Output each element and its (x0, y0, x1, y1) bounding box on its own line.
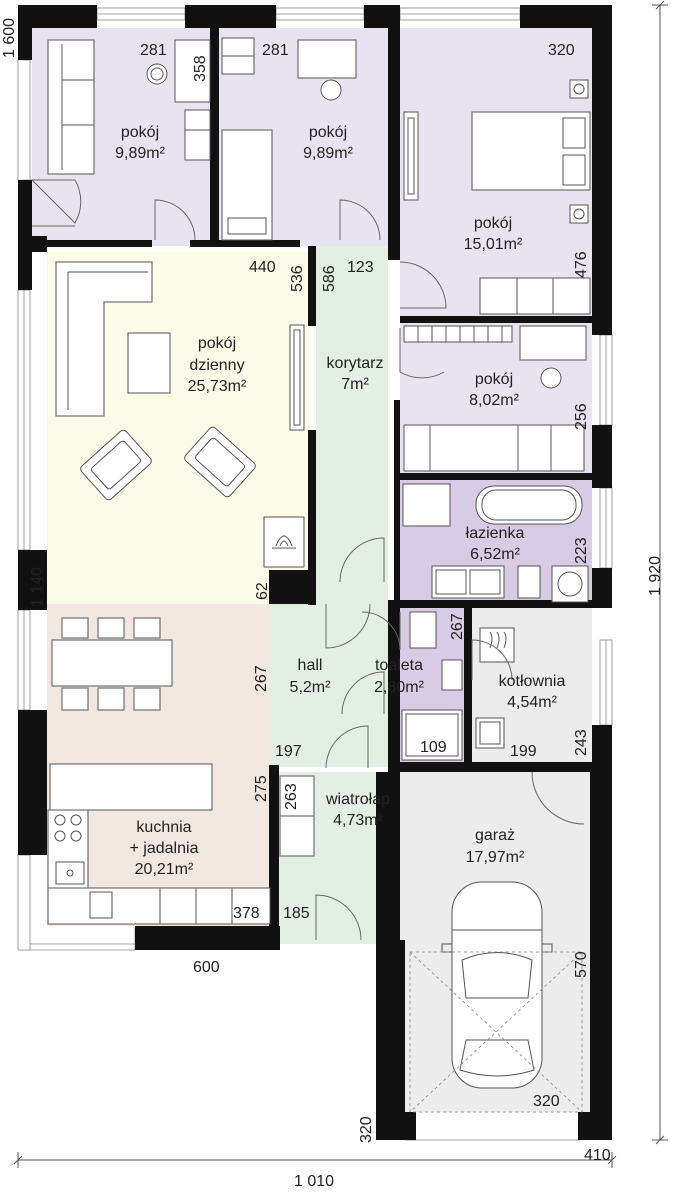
dim-label: 358 (192, 55, 209, 82)
room-area: 5,2m² (290, 679, 332, 696)
room-name: kotłownia (499, 673, 566, 690)
dim-label: 570 (573, 951, 590, 978)
dim-label: 476 (573, 251, 590, 278)
dimension-lines (13, 0, 668, 1168)
dim-label: 123 (347, 259, 374, 276)
room-name-line1: pokój (198, 335, 236, 352)
dim-label: 440 (249, 259, 276, 276)
room-corridor: korytarz 7m² (327, 355, 384, 393)
dim-label: 281 (140, 42, 167, 59)
room-boiler: kotłownia 4,54m² (499, 673, 566, 711)
dim-label: 410 (584, 1147, 611, 1164)
room-name: pokój (474, 215, 512, 232)
dim-label: 185 (283, 905, 310, 922)
dim-label-right-total: 1 920 (647, 556, 664, 596)
dim-label: 62 (254, 582, 271, 600)
dim-label: 281 (262, 42, 289, 59)
dim-label: 275 (253, 775, 270, 802)
room-name-line2: + jadalnia (130, 840, 199, 857)
room-kitchen: kuchnia + jadalnia 20,21m² (130, 819, 199, 878)
room-name-line1: kuchnia (136, 819, 191, 836)
room-area: 20,21m² (135, 861, 194, 878)
dim-label-left-mid: 1 140 (29, 567, 46, 607)
walls (18, 5, 612, 1140)
dim-label: 109 (420, 739, 447, 756)
room-name: pokój (309, 124, 347, 141)
room-area: 6,52m² (470, 546, 520, 563)
room-bathroom: łazienka 6,52m² (466, 525, 525, 563)
dim-label: 267 (253, 665, 270, 692)
room-area: 2,80m² (374, 679, 424, 696)
room-bedroom-2: pokój 9,89m² (303, 124, 353, 162)
dim-label: 223 (573, 537, 590, 564)
room-name: garaż (475, 827, 515, 844)
room-area: 8,02m² (469, 392, 519, 409)
dim-label: 256 (573, 403, 590, 430)
room-area: 4,54m² (507, 694, 557, 711)
dim-label: 320 (358, 1116, 375, 1143)
dim-label: 263 (283, 783, 300, 810)
room-name: hall (298, 657, 323, 674)
dim-label: 600 (193, 959, 220, 976)
room-area: 15,01m² (464, 236, 523, 253)
dim-label: 586 (321, 265, 338, 292)
dim-label: 267 (449, 613, 466, 640)
fireplace-icon (272, 535, 296, 549)
dimension-labels: 281 358 281 320 440 536 586 123 476 256 … (1, 18, 664, 1190)
room-name: korytarz (327, 355, 384, 372)
room-area: 4,73m² (333, 812, 383, 829)
room-labels: pokój 9,89m² pokój 9,89m² pokój 15,01m² … (115, 124, 565, 878)
room-name: pokój (475, 371, 513, 388)
room-vestibule: wiatrołap 4,73m² (325, 791, 390, 829)
dim-label-bottom-total: 1 010 (294, 1173, 334, 1190)
room-area: 7m² (341, 376, 369, 393)
room-bedroom-4: pokój 8,02m² (469, 371, 519, 409)
room-area: 17,97m² (466, 849, 525, 866)
room-area: 9,89m² (115, 145, 165, 162)
room-garage: garaż 17,97m² (466, 827, 525, 866)
room-name: pokój (121, 124, 159, 141)
room-bedroom-1: pokój 9,89m² (115, 124, 165, 162)
room-toilet: toaleta 2,80m² (374, 657, 424, 696)
room-bedroom-3: pokój 15,01m² (464, 215, 523, 253)
car-icon (441, 881, 553, 1089)
dim-label: 378 (233, 905, 260, 922)
furniture (47, 37, 591, 1113)
room-name: toaleta (375, 657, 423, 674)
room-name: łazienka (466, 525, 525, 542)
room-area: 9,89m² (303, 145, 353, 162)
room-hall: hall 5,2m² (290, 657, 332, 696)
dim-label: 199 (510, 743, 537, 760)
dim-label: 243 (573, 729, 590, 756)
room-area: 25,73m² (188, 378, 247, 395)
room-name: wiatrołap (325, 791, 390, 808)
dim-label: 197 (275, 743, 302, 760)
dim-label: 536 (289, 265, 306, 292)
doors (30, 179, 585, 941)
dim-label: 320 (548, 42, 575, 59)
dim-label: 320 (533, 1093, 560, 1110)
dim-label-left-top: 1 600 (1, 18, 18, 58)
room-name-line2: dzienny (189, 357, 244, 374)
room-living: pokój dzienny 25,73m² (188, 335, 247, 395)
fill-corridor (316, 246, 388, 604)
